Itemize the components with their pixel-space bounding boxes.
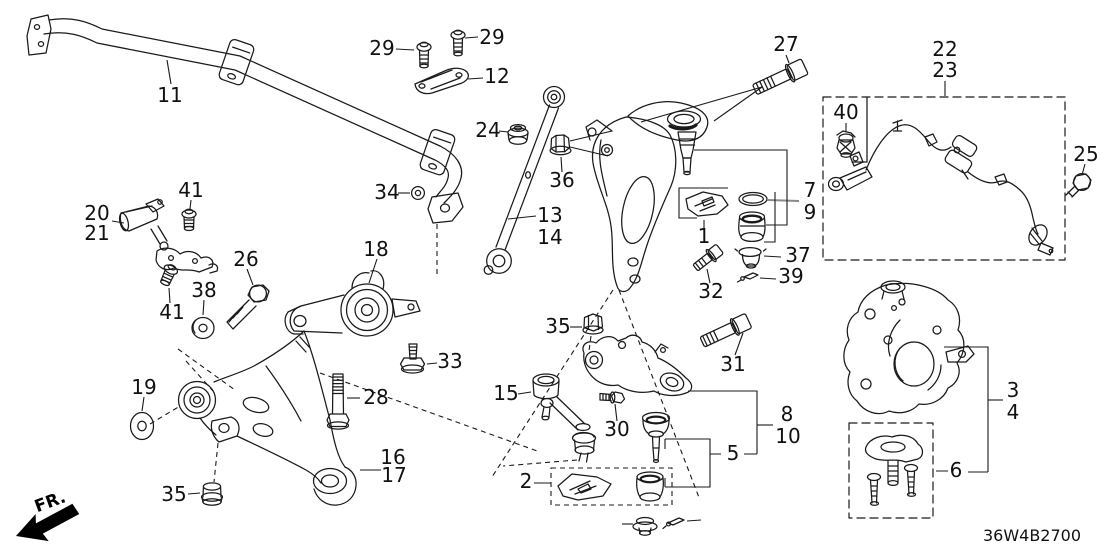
height-sensor-20-21	[118, 198, 219, 274]
callout-2: 2	[520, 469, 533, 493]
bolt-30	[599, 391, 626, 404]
callout-3: 3	[1007, 378, 1020, 402]
callout-41-b: 41	[159, 300, 184, 324]
callout-29-b: 29	[479, 25, 504, 49]
callout-7: 7	[804, 178, 817, 202]
callout-10: 10	[775, 424, 800, 448]
bar-bracket-12	[414, 67, 469, 95]
clip-39-lower	[662, 517, 685, 530]
stud-bolt-28	[326, 373, 350, 430]
callout-11: 11	[157, 83, 182, 107]
bolt-26	[226, 284, 270, 330]
nut-35-upper	[582, 313, 604, 335]
ball-joint-boot-lower	[636, 471, 664, 502]
bolt-31	[699, 313, 752, 348]
bar-clamp-left	[218, 38, 255, 86]
nut-36	[549, 134, 572, 156]
abs-harness-box	[822, 96, 1066, 261]
callout-32: 32	[698, 279, 723, 303]
lower-arm-16-17	[177, 330, 357, 506]
arm-bushing-18	[284, 270, 421, 337]
bolt-29-left	[416, 41, 432, 69]
callout-17: 17	[381, 463, 406, 487]
callout-24: 24	[475, 118, 500, 142]
callout-21: 21	[84, 221, 109, 245]
bolt-33	[399, 343, 426, 374]
callout-labels: 29 29 12 11 27 24 36 34 22 23 40 25 20 2…	[84, 25, 1098, 506]
callout-31: 31	[720, 352, 745, 376]
callout-25: 25	[1073, 142, 1098, 166]
callout-5: 5	[727, 441, 740, 465]
callout-16: 16	[380, 445, 405, 469]
snap-ring-7-9	[738, 191, 768, 207]
callout-22: 22	[932, 37, 957, 61]
callout-38: 38	[191, 278, 216, 302]
callout-33: 33	[437, 349, 462, 373]
washer-19	[129, 411, 155, 441]
callout-28: 28	[363, 385, 388, 409]
washer-34	[410, 185, 426, 201]
bar-clamp-right	[419, 128, 456, 176]
leader-lines	[111, 36, 1086, 525]
callout-35-a: 35	[545, 314, 570, 338]
lower-ball-joint-5	[641, 411, 671, 464]
washer-38	[191, 316, 215, 340]
grease-packet-1	[685, 191, 729, 217]
ball-joint-boot-37-upper	[738, 211, 766, 243]
callout-34: 34	[374, 180, 399, 204]
dust-cap-37-lower	[632, 516, 658, 536]
grease-packet-2	[557, 473, 612, 501]
callout-9: 9	[804, 200, 817, 224]
nut-35-lower	[200, 482, 224, 506]
callout-30: 30	[604, 417, 629, 441]
callout-37-a: 37	[785, 243, 810, 267]
callout-41-a: 41	[178, 178, 203, 202]
bolt-41-lower	[160, 264, 179, 287]
callout-19: 19	[131, 375, 156, 399]
bolt-32	[692, 244, 724, 272]
dust-cap-37-upper	[734, 246, 767, 269]
callout-29-a: 29	[369, 36, 394, 60]
callout-26: 26	[233, 247, 258, 271]
callout-35-b: 35	[161, 482, 186, 506]
ball-joint-kit-6	[848, 422, 934, 519]
callout-39-a: 39	[778, 264, 803, 288]
bolt-27	[752, 58, 809, 95]
compression-arm-8-10	[582, 334, 693, 397]
bolt-29-right	[450, 29, 466, 57]
bolt-41-upper	[181, 208, 197, 232]
clip-39-upper	[736, 272, 759, 283]
callout-8: 8	[781, 402, 794, 426]
callout-14: 14	[537, 225, 562, 249]
callout-12: 12	[484, 64, 509, 88]
callout-36: 36	[549, 168, 574, 192]
knuckle-rear-view	[843, 280, 975, 415]
callout-1: 1	[698, 224, 711, 248]
fr-direction-arrow: FR.	[16, 487, 80, 542]
callout-6: 6	[950, 458, 963, 482]
callout-15: 15	[493, 381, 518, 405]
diagram-code: 36W4B2700	[983, 526, 1081, 545]
callout-4: 4	[1007, 400, 1020, 424]
radius-rod	[483, 85, 566, 275]
callout-18: 18	[363, 237, 388, 261]
stabilizer-bar	[26, 14, 464, 224]
callout-13: 13	[537, 203, 562, 227]
callout-27: 27	[773, 32, 798, 56]
bolt-25	[1065, 172, 1092, 198]
knuckle-front-view	[585, 101, 709, 293]
projection-lines	[149, 224, 701, 501]
callout-23: 23	[932, 58, 957, 82]
abs-sensor-harness	[827, 119, 1054, 256]
callout-40: 40	[833, 100, 858, 124]
stabilizer-link-15	[532, 373, 597, 463]
callout-20: 20	[84, 201, 109, 225]
grommet-40	[836, 130, 856, 158]
bushing-24	[507, 123, 529, 145]
